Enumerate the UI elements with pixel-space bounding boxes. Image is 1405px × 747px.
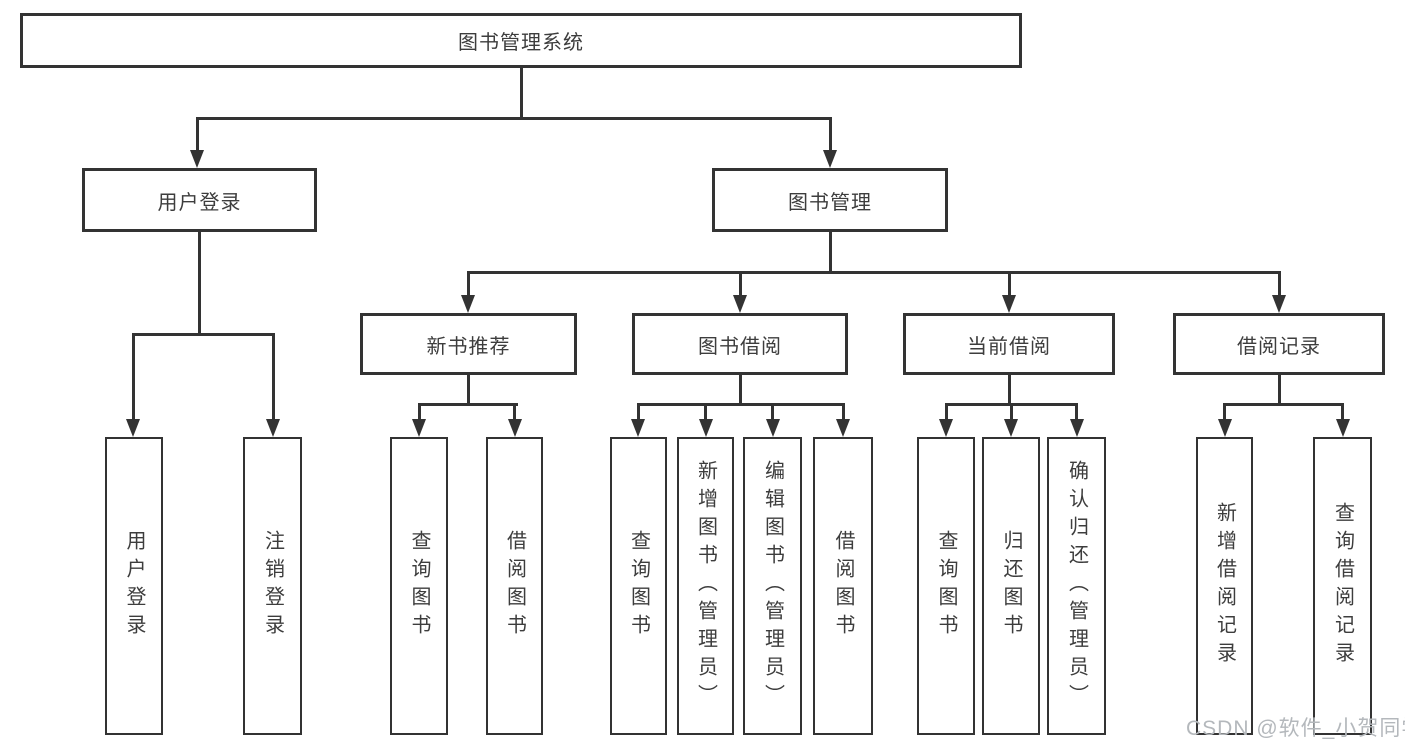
connector-line [417, 403, 421, 421]
leaf-query-books-recommend: 查询图书 [390, 437, 448, 735]
leaf-label: 查询图书 [627, 530, 650, 642]
node-root: 图书管理系统 [20, 13, 1022, 68]
connector-line [771, 403, 774, 421]
connector-line [738, 271, 742, 297]
connector-line [513, 403, 516, 421]
connector-line [1223, 403, 1226, 421]
node-borrowing-records-label: 借阅记录 [1237, 335, 1321, 358]
connector-line [636, 403, 845, 406]
connector-line [704, 403, 707, 421]
arrow-down-icon [1069, 419, 1084, 437]
leaf-label: 编辑图书（管理员） [761, 460, 784, 712]
leaf-label: 新增图书（管理员） [694, 460, 717, 712]
leaf-return-books: 归还图书 [982, 437, 1040, 735]
leaf-confirm-return-admin: 确认归还（管理员） [1047, 437, 1106, 735]
node-borrowing-records: 借阅记录 [1173, 313, 1385, 375]
node-book-borrowing-label: 图书借阅 [698, 335, 782, 358]
connector-line [944, 403, 948, 421]
arrow-down-icon [1272, 295, 1286, 313]
connector-line [1007, 375, 1011, 406]
leaf-label: 借阅图书 [832, 530, 854, 642]
arrow-down-icon [698, 419, 713, 437]
connector-line [417, 403, 518, 406]
arrow-down-icon [939, 419, 953, 437]
node-new-book-recommend: 新书推荐 [360, 313, 577, 375]
leaf-add-books-admin: 新增图书（管理员） [677, 437, 734, 735]
connector-line [841, 403, 845, 421]
arrow-down-icon [412, 419, 426, 437]
connector-line [195, 117, 832, 120]
leaf-label: 注销登录 [261, 530, 284, 642]
connector-line [1007, 271, 1011, 297]
arrow-down-icon [823, 150, 837, 168]
connector-line [1223, 403, 1344, 406]
arrow-down-icon [765, 419, 780, 437]
connector-line [1009, 403, 1013, 421]
node-book-management: 图书管理 [712, 168, 948, 232]
connector-line [519, 68, 523, 118]
arrow-down-icon [507, 419, 522, 437]
arrow-down-icon [631, 419, 645, 437]
connector-line [198, 232, 201, 336]
leaf-query-books-borrowing: 查询图书 [610, 437, 667, 735]
leaf-label: 归还图书 [1000, 530, 1022, 642]
connector-line [131, 333, 135, 421]
arrow-down-icon [1217, 419, 1232, 437]
node-root-label: 图书管理系统 [458, 32, 584, 54]
arrow-down-icon [461, 295, 475, 313]
leaf-label: 新增借阅记录 [1213, 502, 1236, 670]
arrow-down-icon [1002, 295, 1016, 313]
arrow-down-icon [1335, 419, 1350, 437]
leaf-add-borrow-record: 新增借阅记录 [1196, 437, 1253, 735]
node-book-management-label: 图书管理 [788, 191, 872, 214]
connector-line [466, 271, 470, 297]
leaf-query-borrow-record: 查询借阅记录 [1313, 437, 1372, 735]
leaf-borrow-books-borrowing: 借阅图书 [813, 437, 873, 735]
connector-line [131, 333, 275, 336]
connector-line [636, 403, 640, 421]
leaf-label: 查询借阅记录 [1331, 502, 1354, 670]
connector-line [828, 117, 832, 152]
leaf-label: 查询图书 [408, 530, 430, 642]
arrow-down-icon [1004, 419, 1018, 437]
arrow-down-icon [266, 419, 280, 437]
leaf-label: 查询图书 [935, 530, 957, 642]
connector-line [828, 232, 832, 274]
node-current-borrowing: 当前借阅 [903, 313, 1115, 375]
arrow-down-icon [836, 419, 850, 437]
connector-line [466, 375, 470, 406]
leaf-label: 借阅图书 [503, 530, 526, 642]
leaf-edit-books-admin: 编辑图书（管理员） [743, 437, 802, 735]
leaf-logout: 注销登录 [243, 437, 302, 735]
connector-line [1277, 375, 1281, 406]
leaf-borrow-books-recommend: 借阅图书 [486, 437, 543, 735]
node-user-login-label: 用户登录 [157, 191, 242, 214]
leaf-query-books-current: 查询图书 [917, 437, 975, 735]
connector-line [1277, 271, 1281, 297]
connector-line [195, 117, 199, 152]
connector-line [1075, 403, 1078, 421]
leaf-label: 确认归还（管理员） [1065, 460, 1088, 712]
node-book-borrowing: 图书借阅 [632, 313, 848, 375]
leaf-user-login: 用户登录 [105, 437, 163, 735]
csdn-watermark: CSDN @软件_小贺同学 [1186, 717, 1405, 740]
node-current-borrowing-label: 当前借阅 [967, 335, 1051, 358]
connector-line [1341, 403, 1344, 421]
leaf-label: 用户登录 [123, 530, 145, 642]
arrow-down-icon [733, 295, 747, 313]
node-new-book-recommend-label: 新书推荐 [426, 335, 511, 358]
connector-line [466, 271, 1281, 274]
arrow-down-icon [126, 419, 140, 437]
connector-line [738, 375, 742, 406]
connector-line [271, 333, 275, 421]
node-user-login: 用户登录 [82, 168, 317, 232]
arrow-down-icon [190, 150, 204, 168]
